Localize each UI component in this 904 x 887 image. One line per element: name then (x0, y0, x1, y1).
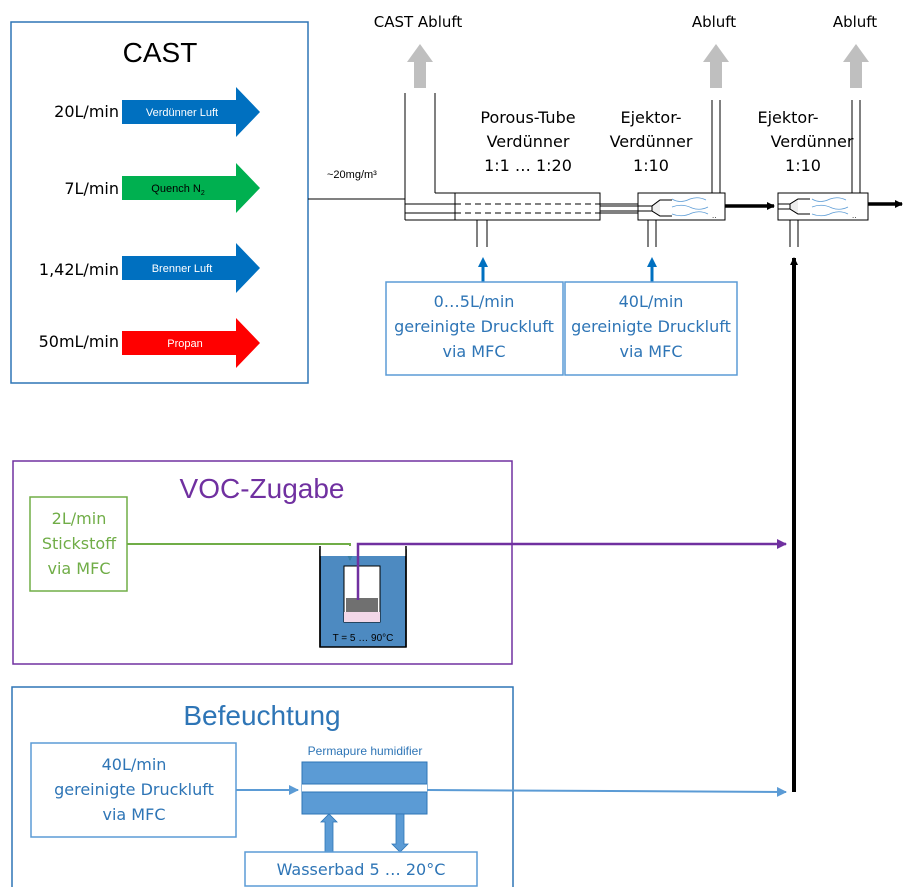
ejector-1-supply-medium: gereinigte Druckluft (571, 317, 731, 336)
flow-value-propan: 50mL/min (39, 332, 119, 351)
cast-frame (10, 21, 309, 384)
ejector-2-name-2: Verdünner (771, 132, 854, 151)
ejector-1-supply: 40L/min gereinigte Druckluft via MFC (564, 281, 738, 376)
cast-exhaust-label: CAST Abluft (374, 13, 463, 31)
voc-supply-box (29, 496, 128, 592)
ejector-1-exhaust-arrow (703, 44, 729, 88)
flow-label-brenner-luft: Brenner Luft (152, 263, 213, 275)
porous-tube-diluter: Porous-Tube Verdünner 1:1 … 1:20 (440, 108, 640, 282)
cast-exhaust-arrow (407, 44, 433, 88)
humidification-section: Befeuchtung 40L/min gereinigte Druckluft… (11, 686, 787, 887)
flow-label-quench: Quench N2 (151, 183, 205, 197)
porous-tube-supply-device: via MFC (443, 342, 506, 361)
humidifier-outlet-line (426, 786, 787, 797)
ejector-1-supply-box (564, 281, 738, 376)
porous-tube-supply-box (385, 281, 564, 376)
voc-temperature: T = 5 … 90°C (333, 633, 394, 644)
porous-tube-supply: 0…5L/min gereinigte Druckluft via MFC (385, 281, 564, 376)
ejector-2-exhaust: Abluft (833, 13, 877, 88)
voc-supply-medium: Stickstoff (42, 534, 117, 553)
cast-section: CAST 20L/min Verdünner Luft 7L/min Quenc… (10, 21, 309, 384)
water-bath-up-arrow (320, 813, 338, 853)
ejector-1-name-1: Ejektor- (620, 108, 681, 127)
voc-section: VOC-Zugabe 2L/min Stickstoff via MFC T =… (12, 460, 787, 665)
cast-exhaust: CAST Abluft (374, 13, 463, 88)
ejector-2-ratio: 1:10 (785, 156, 821, 175)
porous-tube-name-2: Verdünner (487, 132, 570, 151)
ejector-1-exhaust-label: Abluft (692, 13, 736, 31)
flow-label-verduenner-luft: Verdünner Luft (146, 107, 218, 119)
humidification-supply-medium: gereinigte Druckluft (54, 780, 214, 799)
svg-text:..: .. (852, 212, 856, 220)
ejector-2-exhaust-arrow (843, 44, 869, 88)
water-bath-down-arrow (391, 813, 409, 853)
brenner-luft-arrow (122, 243, 260, 293)
ejector-diluter-2: .. Ejektor- Verdünner 1:10 (757, 100, 903, 247)
flow-value-brenner-luft: 1,42L/min (39, 260, 119, 279)
ejector-2-name-1: Ejektor- (757, 108, 818, 127)
humidification-supply-box (30, 742, 237, 838)
verduenner-luft-arrow (122, 87, 260, 137)
water-bath-label: Wasserbad 5 … 20°C (277, 860, 446, 879)
porous-tube-name-1: Porous-Tube (480, 108, 575, 127)
humidification-supply-device: via MFC (103, 805, 166, 824)
flow-value-verduenner-luft: 20L/min (54, 102, 119, 121)
ejector-1-ratio: 1:10 (633, 156, 669, 175)
concentration-label: ~20mg/m³ (327, 169, 377, 181)
porous-tube-supply-medium: gereinigte Druckluft (394, 317, 554, 336)
voc-supply-flow: 2L/min (52, 509, 107, 528)
ejector-2-exhaust-label: Abluft (833, 13, 877, 31)
voc-supply-device: via MFC (48, 559, 111, 578)
ejector-1-name-2: Verdünner (610, 132, 693, 151)
cast-title: CAST (123, 37, 198, 68)
ejector-1-supply-flow: 40L/min (619, 292, 684, 311)
humidifier-label: Permapure humidifier (308, 744, 423, 758)
humidification-title: Befeuchtung (183, 700, 340, 731)
porous-tube-body (454, 192, 601, 221)
flow-label-propan: Propan (167, 338, 202, 350)
water-bath-box (244, 851, 478, 887)
voc-title: VOC-Zugabe (180, 473, 345, 504)
porous-tube-supply-flow: 0…5L/min (434, 292, 515, 311)
ejector-diluter-1: .. Ejektor- Verdünner 1:10 (600, 100, 726, 282)
voc-frame (12, 460, 513, 665)
humidification-supply-flow: 40L/min (102, 755, 167, 774)
propan-arrow (122, 318, 260, 368)
ejector-1-supply-device: via MFC (620, 342, 683, 361)
nitrogen-line (127, 543, 355, 561)
porous-tube-ratio: 1:1 … 1:20 (484, 156, 572, 175)
voc-outlet-line (356, 539, 787, 600)
quench-n2-arrow (122, 163, 260, 213)
humidification-frame (11, 686, 514, 887)
svg-text:..: .. (712, 212, 716, 220)
flow-value-quench: 7L/min (64, 179, 119, 198)
ejector-1-exhaust: Abluft (692, 13, 736, 88)
